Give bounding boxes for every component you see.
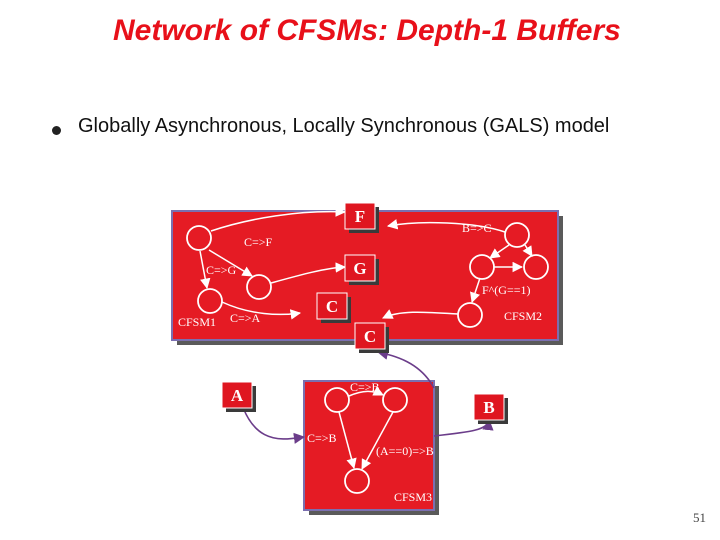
transition-c-to-b-left-label: C=>B [307,431,337,445]
cfsm3-label: CFSM3 [394,490,432,504]
cfsm2-state-bottom [457,302,483,328]
cfsm2-state-left [469,254,495,280]
transition-c-to-b-top-label: C=>B [350,380,380,394]
cfsm2-state-right [523,254,549,280]
c-to-b-top-arrow [348,386,384,397]
signal-c-left-label: C [326,297,338,316]
c-to-f-arrow [210,206,347,232]
transition-f-and-g-label: F^(G==1) [482,283,531,297]
signal-c-right-box [354,322,386,350]
signal-c-left-box [316,292,348,320]
bullet-dot-icon [52,126,61,135]
c-to-g-arrow [270,262,347,284]
cfsm1-state-top [186,225,212,251]
signal-c-right-label: C [364,327,376,346]
cfsm1-top-to-left-arrow [199,250,211,290]
cfsm2-top-to-right-arrow [522,244,533,257]
c-to-b-left-arrow [338,411,357,470]
signal-a-label: A [231,386,244,405]
transition-b-to-c-label: B=>C [462,221,492,235]
c-to-cfsm3-arrow [376,348,435,389]
cfsm2-top-to-left-arrow [489,244,510,259]
cfsm1-label: CFSM1 [178,315,216,329]
signal-g-box [344,254,376,282]
cfsm2-left-to-bottom-arrow [470,277,481,303]
cfsm3-state-bottom [344,468,370,494]
signal-f-box [344,202,376,230]
cfsm3-state-right [382,387,408,413]
transition-c-to-g-label: C=>G [206,263,237,277]
b-to-c-arrow [386,219,506,233]
slide-title: Network of CFSMs: Depth-1 Buffers [113,14,621,47]
signal-b-label: B [483,398,494,417]
signal-g-label: G [353,259,366,278]
bullet-text: Globally Asynchronous, Locally Synchrono… [78,115,610,137]
signal-b-box [473,393,505,421]
cfsm3-state-left [324,387,350,413]
signal-a-box [221,381,253,409]
transition-a0-to-b-label: (A==0)=>B [376,444,434,458]
c-to-a-arrow [221,301,302,320]
signal-f-label: F [355,207,365,226]
cfsm2-label: CFSM2 [504,309,542,323]
cfsm2-bottom-to-c-arrow [382,309,459,319]
cfsm2-state-top [504,222,530,248]
transition-c-to-f-label: C=>F [244,235,273,249]
a0-to-b-arrow [361,411,394,470]
transition-c-to-a-label: C=>A [230,311,261,325]
cfsm1-state-right [246,274,272,300]
page-number: 51 [693,510,706,525]
cfsm1-state-left [197,288,223,314]
cfsm1-top-to-right-arrow [208,249,253,277]
